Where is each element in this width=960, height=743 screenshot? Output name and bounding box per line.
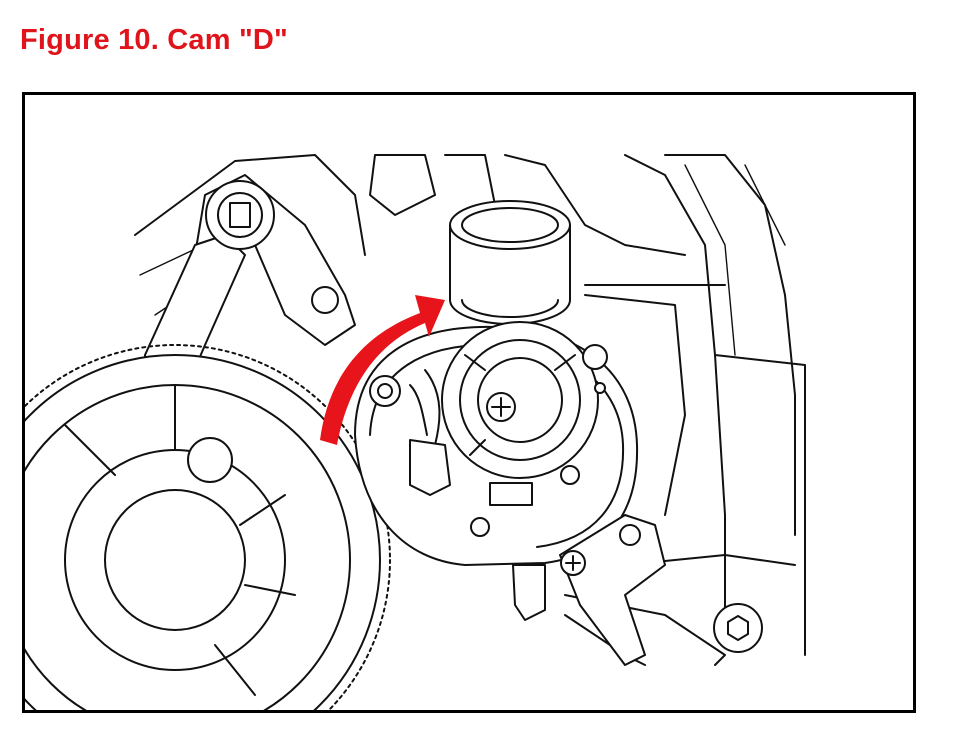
arrow-icon [320,295,445,445]
screw-icon [486,392,516,422]
wire-harness [369,369,451,496]
illustration-frame [22,92,916,713]
mechanism-illustration [25,154,806,710]
figure-caption: Figure 10. Cam "D" [20,24,288,56]
bolt-icon [713,603,763,653]
lever-arm [512,514,666,666]
link-arm [130,174,356,445]
gear-icon [25,344,391,710]
cylinder-boss [449,200,571,325]
cam-d [354,321,639,566]
